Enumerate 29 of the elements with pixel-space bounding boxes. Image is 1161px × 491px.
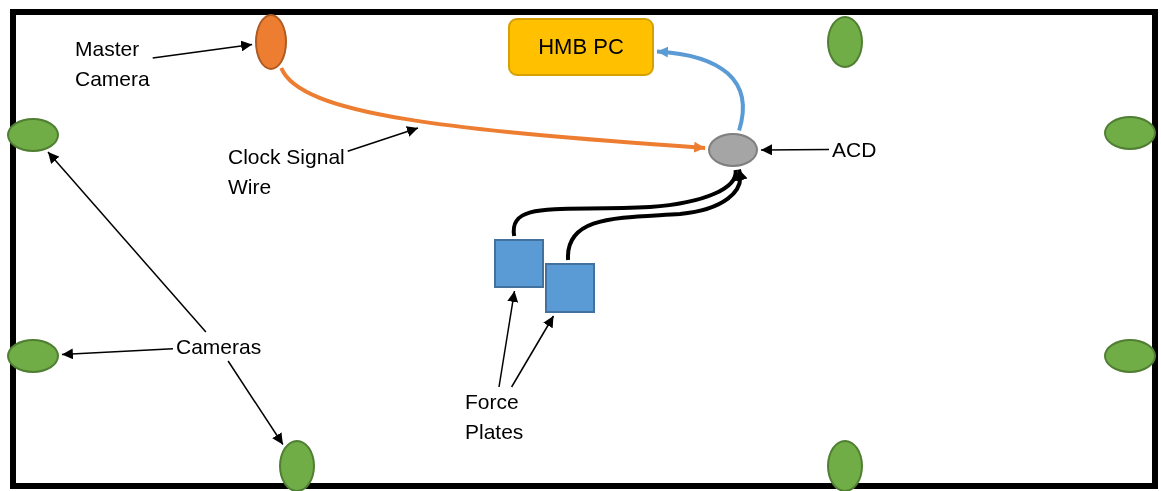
leader-arrow xyxy=(510,315,555,388)
text-label: Cameras xyxy=(176,332,286,362)
wire-arrow xyxy=(566,169,747,261)
leader-arrow xyxy=(760,144,830,156)
camera-ellipse xyxy=(827,440,863,491)
leader-arrow xyxy=(227,360,284,446)
text-label: Clock Signal Wire xyxy=(228,142,350,202)
force-plate-square xyxy=(494,239,544,288)
camera-ellipse xyxy=(7,339,59,373)
camera-ellipse xyxy=(7,118,59,152)
force-plate-square xyxy=(545,263,595,313)
camera-ellipse xyxy=(279,440,315,491)
camera-ellipse xyxy=(1104,339,1156,373)
text-label: ACD xyxy=(832,135,892,165)
wire-arrow xyxy=(279,66,706,153)
leader-line xyxy=(346,126,419,152)
leader-arrow xyxy=(498,290,519,388)
device-ellipse xyxy=(708,133,758,167)
leader-arrow xyxy=(151,40,253,59)
camera-ellipse xyxy=(255,14,287,70)
leader-arrow xyxy=(61,348,174,360)
computer-box: HMB PC xyxy=(508,18,654,76)
wire-arrow xyxy=(511,169,741,237)
text-label: Master Camera xyxy=(75,34,175,94)
leader-arrow xyxy=(47,151,207,333)
wire-arrow xyxy=(656,46,745,131)
camera-ellipse xyxy=(1104,116,1156,150)
text-label: Force Plates xyxy=(465,387,535,447)
camera-ellipse xyxy=(827,16,863,68)
